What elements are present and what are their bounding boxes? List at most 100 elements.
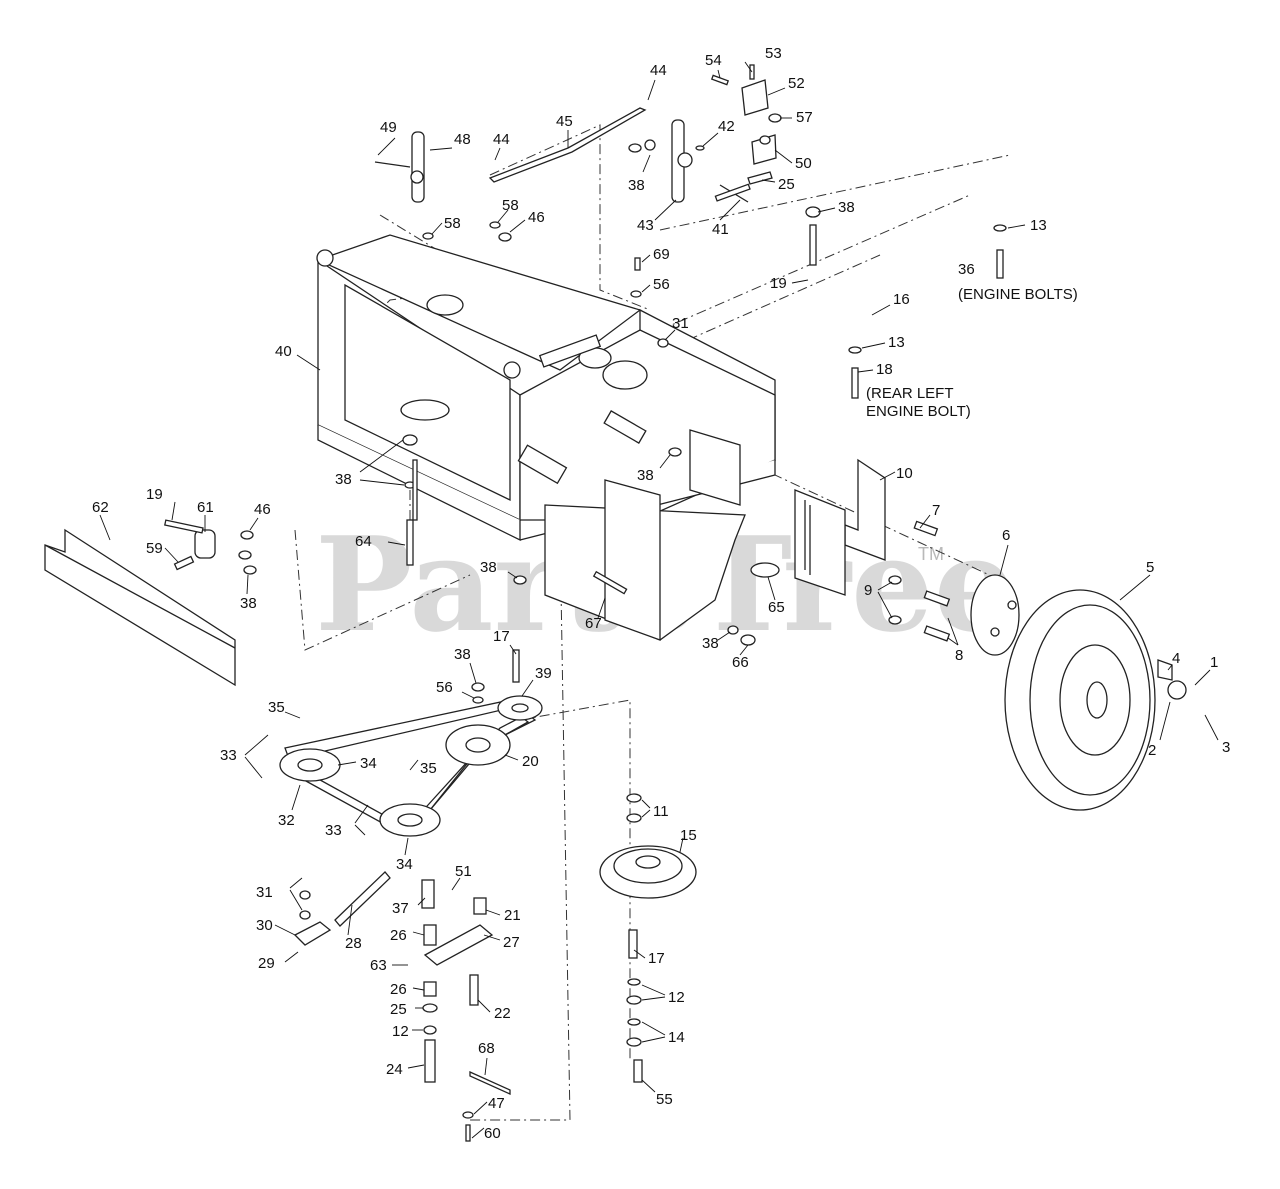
callouts: 44 5 3 54 52 57 45 42 49 48 44 50 38 25 4… [92, 45, 1230, 1142]
callout: 45 [556, 113, 573, 130]
callout: 38 [480, 559, 497, 576]
callout: 36 [958, 261, 975, 278]
axle-bracket [794, 458, 886, 596]
callout: 44 [650, 62, 667, 79]
callout: 35 [420, 760, 437, 777]
callout: 1 [1210, 654, 1218, 671]
callout: 28 [345, 935, 362, 952]
callout: 12 [668, 989, 685, 1006]
callout: 25 [778, 176, 795, 193]
note-rear-left-1: (REAR LEFT [866, 385, 954, 402]
callout: 26 [390, 981, 407, 998]
callout: 18 [876, 361, 893, 378]
callout: 56 [653, 276, 670, 293]
idler-assembly [293, 871, 643, 1096]
callout: 26 [390, 927, 407, 944]
callout: 16 [893, 291, 910, 308]
callout: 41 [712, 221, 729, 238]
callout: 58 [502, 197, 519, 214]
callout: 33 [220, 747, 237, 764]
callout: 62 [92, 499, 109, 516]
callout: 67 [585, 615, 602, 632]
callout: 46 [254, 501, 271, 518]
callout: 13 [1030, 217, 1047, 234]
callout: 68 [478, 1040, 495, 1057]
callout: 15 [680, 827, 697, 844]
callout: 24 [386, 1061, 403, 1078]
callout: 19 [146, 486, 163, 503]
callout: 64 [355, 533, 372, 550]
callout: 55 [656, 1091, 673, 1108]
leader-lines [99, 61, 1219, 1139]
callout: 56 [436, 679, 453, 696]
callout: 50 [795, 155, 812, 172]
callout: 34 [396, 856, 413, 873]
callout: 31 [672, 315, 689, 332]
callout: 6 [1002, 527, 1010, 544]
callout: 20 [522, 753, 539, 770]
frame-assembly [316, 234, 776, 542]
callout: 10 [896, 465, 913, 482]
callout: 66 [732, 654, 749, 671]
callout: 38 [637, 467, 654, 484]
callout: 63 [370, 957, 387, 974]
callout: 7 [932, 502, 940, 519]
callout: 12 [392, 1023, 409, 1040]
callout: 2 [1148, 742, 1156, 759]
callout: 46 [528, 209, 545, 226]
belt-drive [279, 695, 697, 899]
callout: 42 [718, 118, 735, 135]
callout: 54 [705, 52, 722, 69]
callout: 21 [504, 907, 521, 924]
callout: 22 [494, 1005, 511, 1022]
upper-linkage [374, 79, 777, 203]
callout: 8 [955, 647, 963, 664]
callout: 58 [444, 215, 461, 232]
callout: 38 [628, 177, 645, 194]
callout: 57 [796, 109, 813, 126]
callout: 27 [503, 934, 520, 951]
callout: 48 [454, 131, 471, 148]
callout: 39 [535, 665, 552, 682]
callout: 31 [256, 884, 273, 901]
callout: 40 [275, 343, 292, 360]
callout: 38 [838, 199, 855, 216]
callout: 38 [335, 471, 352, 488]
callout: 69 [653, 246, 670, 263]
callout: 52 [788, 75, 805, 92]
callout: 37 [392, 900, 409, 917]
note-rear-left-2: ENGINE BOLT) [866, 403, 971, 420]
callout: 17 [648, 950, 665, 967]
callout: 33 [325, 822, 342, 839]
side-panel [544, 479, 780, 641]
callout: 38 [702, 635, 719, 652]
callout: 30 [256, 917, 273, 934]
callout: 25 [390, 1001, 407, 1018]
callout: 38 [240, 595, 257, 612]
callout: 3 [1222, 739, 1230, 756]
watermark-trademark: TM [918, 544, 944, 564]
callout: 51 [455, 863, 472, 880]
callout: 11 [653, 803, 669, 820]
callout: 14 [668, 1029, 685, 1046]
callout: 44 [493, 131, 510, 148]
callout: 49 [380, 119, 397, 136]
hardware [164, 64, 1007, 1142]
callout: 32 [278, 812, 295, 829]
callout: 13 [888, 334, 905, 351]
callout: 65 [768, 599, 785, 616]
callout: 59 [146, 540, 163, 557]
notes: (ENGINE BOLTS) (REAR LEFT ENGINE BOLT) [866, 286, 1078, 420]
callout: 43 [637, 217, 654, 234]
note-engine-bolts: (ENGINE BOLTS) [958, 286, 1078, 303]
callout: 34 [360, 755, 377, 772]
callout: 61 [197, 499, 214, 516]
callout: 29 [258, 955, 275, 972]
callout: 17 [493, 628, 510, 645]
callout: 5 [1146, 559, 1154, 576]
callout: 19 [770, 275, 787, 292]
callout: 47 [488, 1095, 505, 1112]
callout: 60 [484, 1125, 501, 1142]
callout: 38 [454, 646, 471, 663]
